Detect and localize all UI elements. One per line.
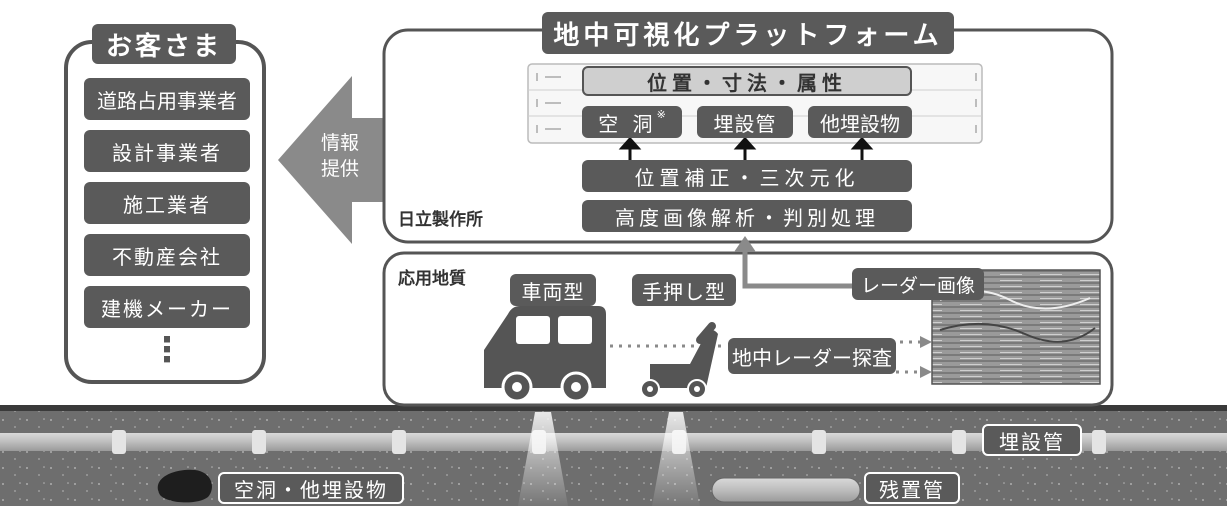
platform-title: 地中可視化プラットフォーム [542, 12, 954, 54]
dotted-flow-arrowhead [920, 366, 932, 378]
up-arrow-other-head [850, 136, 874, 150]
pipe-joint [952, 430, 966, 454]
radar-beam-pushcart [652, 412, 700, 506]
cavity-other-label: 空洞・他埋設物 [218, 472, 404, 504]
db-slot-mark [536, 125, 538, 133]
pipe-joint [812, 430, 826, 454]
ground-radar-survey-label: 地中レーダー探査 [728, 338, 896, 374]
data-flow-line [742, 244, 858, 289]
customer-item-design: 設計事業者 [84, 130, 250, 172]
info-provision-label-line1: 情報 [320, 132, 359, 154]
db-slot-mark [975, 99, 977, 107]
pipe-joint [112, 430, 126, 454]
residual-pipe-label: 残置管 [864, 472, 960, 504]
truck-icon [484, 306, 606, 403]
info-arrow [278, 76, 384, 244]
pipe-joint [1092, 430, 1106, 454]
db-item-cavity-label: 空 洞 [598, 111, 657, 136]
pushcart-icon [640, 322, 718, 399]
db-item-buried-pipe: 埋設管 [697, 106, 793, 138]
pipe-joint [252, 430, 266, 454]
residual-pipe [711, 477, 861, 503]
process-position-correction: 位置補正・三次元化 [582, 160, 912, 192]
buried-pipe [0, 433, 1227, 451]
customer-item-construction: 施工業者 [84, 182, 250, 224]
data-flow-arrowhead [734, 236, 756, 252]
buried-pipe-label: 埋設管 [982, 424, 1082, 456]
db-item-cavity: 空 洞※ [582, 106, 682, 138]
db-slot-mark [545, 76, 561, 78]
radar-beam-vehicle [518, 412, 568, 506]
customer-item-road-occupancy: 道路占用事業者 [84, 78, 250, 120]
road-surface [0, 405, 1227, 411]
db-slot-mark [545, 102, 561, 104]
customer-item-machinery: 建機メーカー [84, 286, 250, 328]
db-item-cavity-note: ※ [656, 107, 666, 121]
push-type-label: 手押し型 [632, 274, 736, 306]
company-oyo: 応用地質 [398, 269, 466, 289]
dotted-flow-arrowhead [920, 336, 932, 348]
db-slot-mark [536, 73, 538, 81]
up-arrow-cavity-head [618, 136, 642, 150]
db-attributes-header: 位置・寸法・属性 [582, 66, 912, 96]
radar-image-label: レーダー画像 [852, 268, 984, 300]
db-slot-mark [536, 99, 538, 107]
info-provision-label-line2: 提供 [320, 158, 359, 180]
db-item-other-buried: 他埋設物 [808, 106, 912, 138]
cavity-blob [157, 469, 212, 503]
process-image-analysis: 高度画像解析・判別処理 [582, 200, 912, 232]
db-slot-mark [545, 128, 561, 130]
db-slot-mark [975, 73, 977, 81]
db-slot-mark [975, 125, 977, 133]
vehicle-type-label: 車両型 [510, 274, 596, 306]
customers-more-indicator: ⋮ [150, 330, 184, 370]
customer-item-real-estate: 不動産会社 [84, 234, 250, 276]
up-arrow-pipe-head [733, 136, 757, 150]
radar-hyperbola [939, 322, 1096, 343]
customers-title: お客さま [92, 24, 236, 64]
company-hitachi: 日立製作所 [398, 210, 483, 230]
pipe-joint [392, 430, 406, 454]
